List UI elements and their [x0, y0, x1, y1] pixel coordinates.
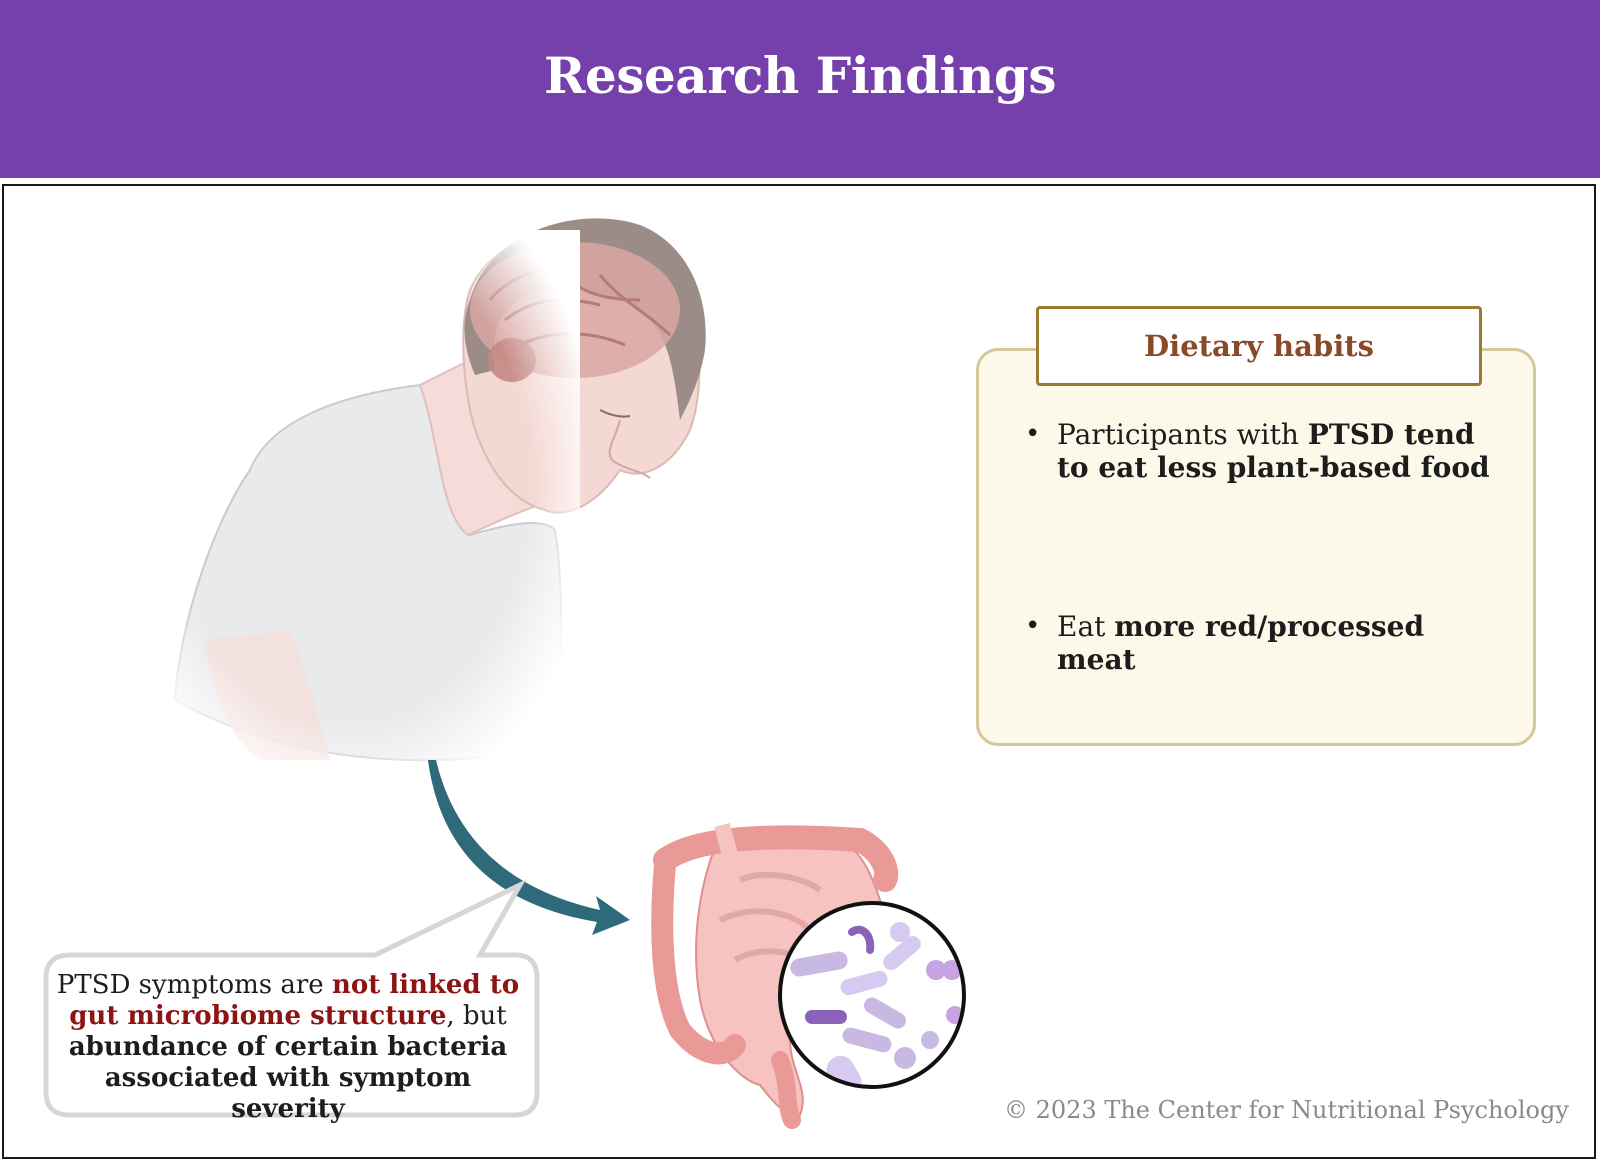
- bullet1-bold: PTSD tend to eat less plant-based food: [1057, 418, 1490, 484]
- callout-part1: PTSD symptoms are: [56, 970, 332, 1000]
- bacteria-magnifier: [778, 901, 966, 1089]
- callout-highlight: not linked to gut microbiome structure: [69, 970, 520, 1031]
- dietary-habits-panel: [976, 348, 1536, 746]
- content-frame: [2, 184, 1596, 1159]
- diet-bullet-plant: Participants with PTSD tend to eat less …: [1025, 418, 1497, 484]
- dietary-habits-title: Dietary habits: [1036, 306, 1482, 386]
- callout-text: PTSD symptoms are not linked to gut micr…: [50, 970, 526, 1125]
- arrow-icon: [428, 760, 630, 935]
- callout-bold: abundance of certain bacteria associated…: [68, 1032, 508, 1124]
- diet-bullet-meat: Eat more red/processed meat: [1025, 610, 1497, 676]
- copyright-notice: © 2023 The Center for Nutritional Psycho…: [1004, 1096, 1569, 1124]
- bullet2-bold: more red/processed meat: [1057, 610, 1425, 676]
- bullet1-prefix: Participants with: [1057, 418, 1308, 451]
- callout-bubble: [43, 879, 540, 1118]
- person-illustration: [160, 218, 706, 790]
- bullet2-prefix: Eat: [1057, 610, 1115, 643]
- callout-part2: , but: [446, 1001, 507, 1031]
- header-banner: Research Findings: [0, 0, 1600, 178]
- page-title: Research Findings: [543, 46, 1057, 105]
